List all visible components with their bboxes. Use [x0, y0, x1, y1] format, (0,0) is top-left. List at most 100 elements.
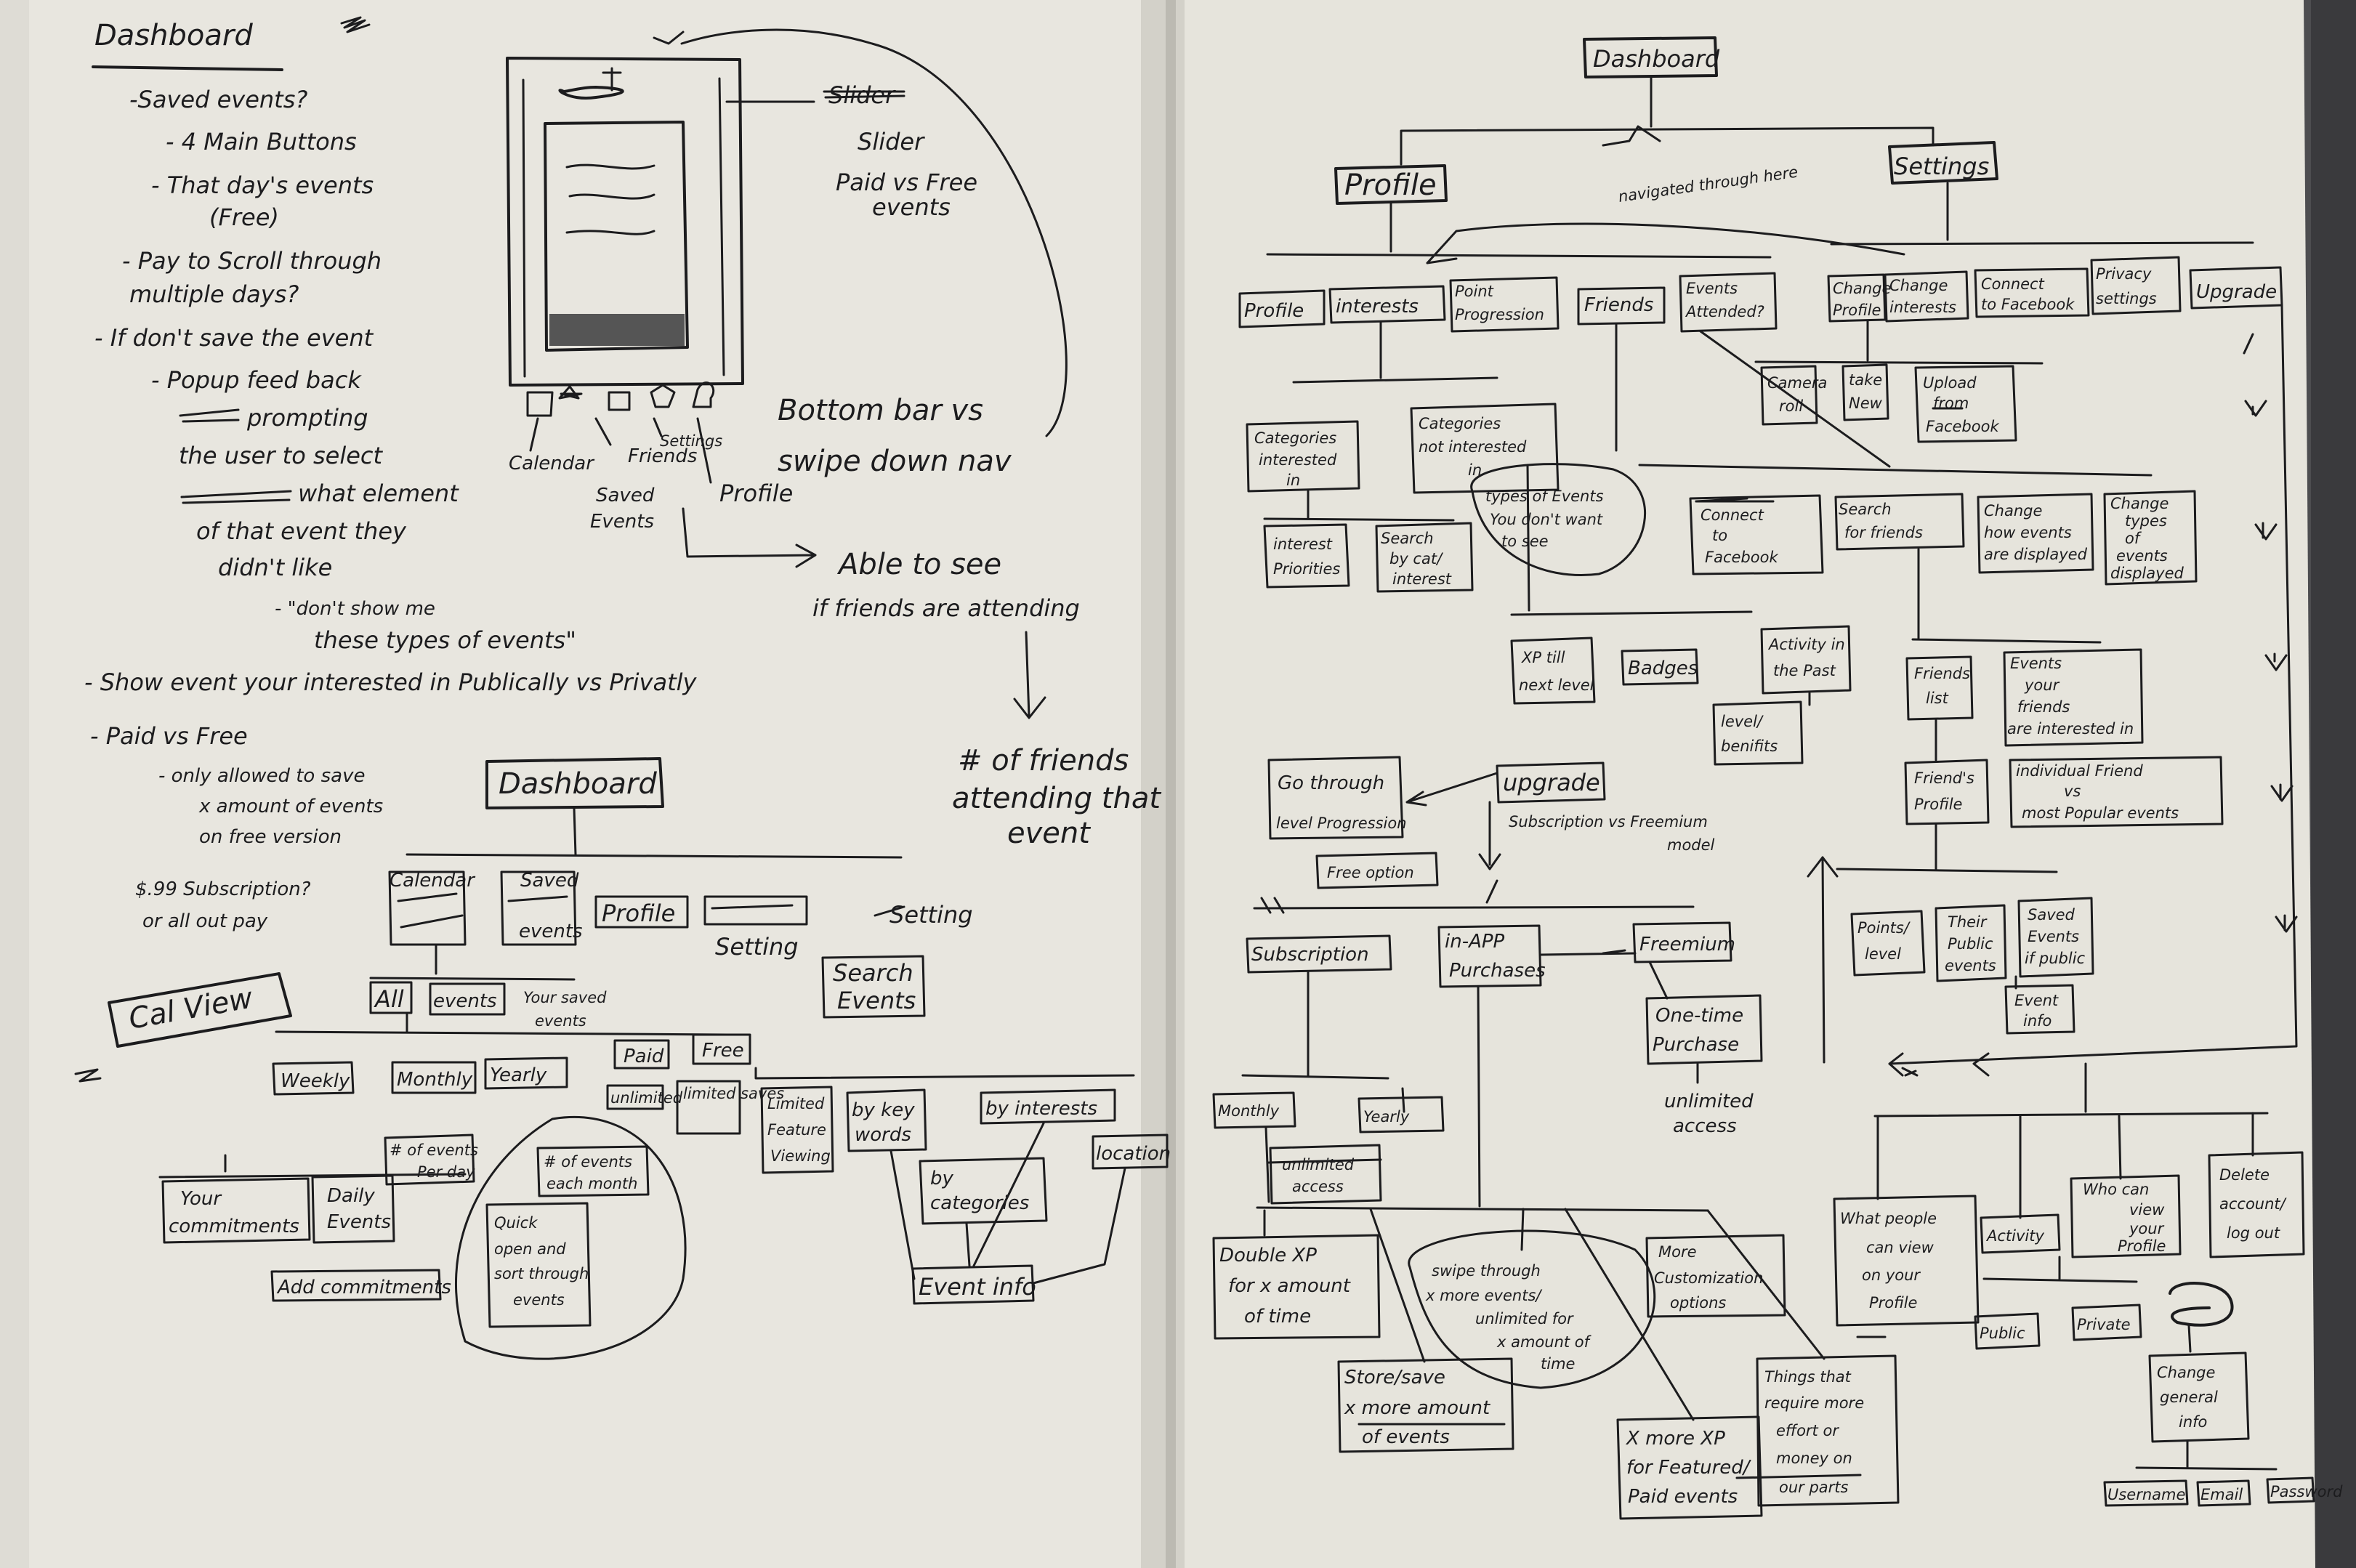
r-ev-friends: are interested in [2007, 720, 2134, 737]
r-things: Things that [1764, 1368, 1852, 1386]
r-types-not: to see [1501, 533, 1549, 550]
r-what-people: on your [1862, 1266, 1921, 1284]
r-prof-child: Events [1686, 280, 1738, 297]
bottom-label: Calendar [509, 453, 595, 474]
r-x-more-xp: X more XP [1625, 1428, 1725, 1450]
r-store-save: x more amount [1344, 1397, 1490, 1419]
r-who-can: your [2129, 1220, 2165, 1237]
r-delete: account/ [2219, 1195, 2287, 1213]
node-limited-feature: Viewing [770, 1147, 831, 1165]
node-search-events: Events [837, 987, 916, 1014]
node-free: Free [702, 1040, 744, 1062]
r-who-can: Who can [2083, 1181, 2149, 1198]
r-unlimited: access [1673, 1115, 1737, 1137]
r-x-more-xp: Paid events [1628, 1486, 1738, 1508]
r-cat-int: interested [1259, 451, 1337, 469]
r-set-child: Change [1833, 280, 1891, 297]
r-set-child: interests [1889, 299, 1956, 316]
node-location: location [1096, 1143, 1171, 1165]
node-limited-feature: Limited [767, 1095, 825, 1112]
r-cat-not: not interested [1419, 438, 1527, 456]
r-change-types: of [2125, 530, 2142, 547]
r-one-time: One-time [1655, 1005, 1743, 1027]
node-setting: Setting [715, 933, 799, 961]
r-swipe: swipe through [1432, 1262, 1541, 1280]
r-private: Private [2077, 1316, 2131, 1333]
r-types-not: You don't want [1490, 511, 1603, 528]
note-line: $.99 Subscription? [135, 878, 311, 900]
r-who-can: Profile [2118, 1237, 2166, 1255]
r-activity: Activity [1985, 1227, 2044, 1245]
r-prof-child: Profile [1244, 300, 1304, 322]
node-calendar: Calendar [390, 870, 476, 892]
r-double-xp: Double XP [1219, 1245, 1317, 1266]
r-level-ben: benifits [1721, 737, 1778, 755]
r-event-info: Event [2014, 992, 2059, 1009]
r-prof-child: Attended? [1685, 303, 1764, 320]
r-connect-fb: Connect [1701, 506, 1764, 524]
r-password: Password [2270, 1483, 2343, 1500]
node-all: All [374, 985, 404, 1013]
r-things: our parts [1779, 1479, 1849, 1496]
r-store-save: Store/save [1344, 1367, 1445, 1389]
count-note: event [1007, 817, 1091, 850]
r-free-option: Free option [1327, 864, 1414, 881]
r-upgrade: upgrade [1503, 769, 1600, 796]
node-your-saved: Your saved [523, 989, 607, 1006]
node-weekly: Weekly [281, 1070, 350, 1092]
node-events-each-month: each month [546, 1175, 637, 1192]
r-who-can: view [2129, 1201, 2165, 1219]
r-cat-int: Categories [1254, 429, 1336, 447]
note-line: didn't like [218, 554, 332, 581]
node-by-categories: by [930, 1168, 954, 1189]
r-unlimited-2: access [1292, 1178, 1344, 1195]
r-profile: Profile [1344, 169, 1437, 202]
r-unlimited-2: unlimited [1282, 1156, 1355, 1173]
r-public: Public [1980, 1325, 2025, 1342]
node-events-2: events [433, 990, 497, 1012]
notes-title: Dashboard [94, 19, 253, 52]
right-tree: Dashboard Profile Settings navigated thr… [1212, 36, 2343, 1520]
phone-sketch: Slider Slider Paid vs Free events Bottom… [506, 28, 1161, 850]
node-yearly: Yearly [490, 1064, 547, 1086]
node-by-interests: by interests [985, 1098, 1097, 1120]
node-add-commitments: Add commitments [276, 1277, 451, 1298]
r-search-cat: interest [1392, 570, 1452, 588]
left-notes: Dashboard -Saved events? - 4 Main Button… [84, 16, 698, 932]
node-quick-open: events [513, 1291, 565, 1309]
bottom-label: Events [590, 511, 654, 533]
r-points: level [1865, 945, 1901, 963]
note-line: - Paid vs Free [90, 722, 248, 750]
node-by-key: words [855, 1124, 911, 1146]
r-take-new: New [1849, 395, 1883, 412]
r-their-public: Their [1948, 913, 1988, 931]
r-search-cat: by cat/ [1389, 550, 1443, 567]
note-line: - Show event your interested in Publical… [84, 668, 698, 696]
r-more-custom: More [1658, 1243, 1697, 1261]
r-go-through: level Progression [1276, 815, 1407, 832]
bottom-label: Friends [628, 445, 697, 467]
slider-label: Paid vs Free [836, 169, 977, 196]
r-root: Dashboard [1593, 45, 1720, 73]
r-what-people: can view [1866, 1239, 1935, 1256]
r-change-types: events [2116, 547, 2168, 565]
note-line: the user to select [179, 442, 383, 469]
r-delete: Delete [2219, 1166, 2270, 1184]
r-friends-profile: Profile [1914, 796, 1962, 813]
r-badges: Badges [1628, 658, 1698, 679]
r-int-prio: Priorities [1273, 560, 1340, 578]
r-saved-public: Events [2028, 928, 2079, 945]
node-events-each-month: # of events [544, 1153, 632, 1171]
note-line: (Free) [209, 203, 279, 231]
r-camera: roll [1779, 397, 1803, 415]
note-line: - 4 Main Buttons [166, 128, 357, 155]
node-daily-events: Events [327, 1211, 391, 1233]
r-friends-list: Friends [1914, 665, 1970, 682]
slider-label: events [872, 193, 951, 221]
r-change-how: are displayed [1984, 546, 2088, 563]
r-swipe: x more events/ [1425, 1287, 1542, 1304]
r-search-cat: Search [1381, 530, 1434, 547]
able-note: if friends are attending [812, 594, 1080, 622]
r-connect-fb: to [1712, 527, 1727, 544]
